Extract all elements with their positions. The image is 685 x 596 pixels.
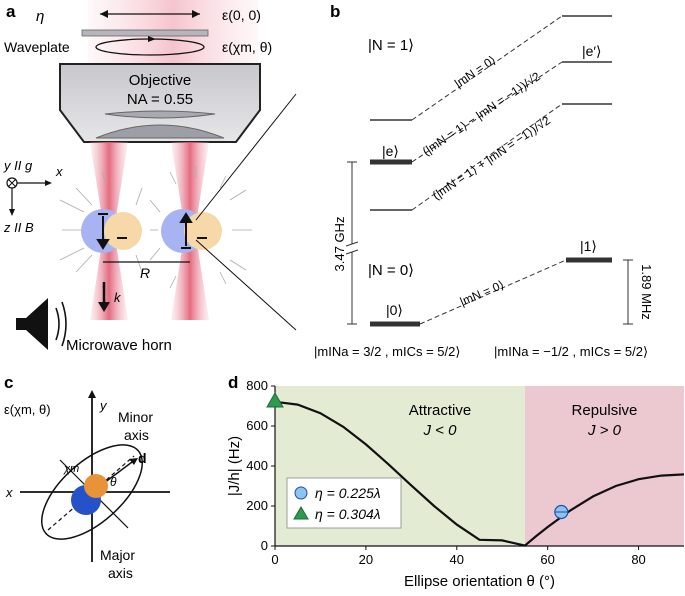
x-tick-label: 0	[271, 552, 278, 567]
mN0-top-label: |mN = 0⟩	[452, 53, 499, 91]
dipole-arrows	[96, 212, 207, 250]
k-label: k	[114, 290, 122, 305]
y-tick-label: 600	[246, 418, 268, 433]
objective-body	[59, 63, 261, 143]
panel-d: d Attractive J < 0 Repulsive J > 0 0 20 40 60 80…	[226, 373, 685, 590]
panel-d-label: d	[228, 373, 238, 392]
plus-state-label: (|mN = 1⟩ + |mN = −1⟩)/√2	[430, 113, 553, 202]
basis-right: |mINa = −1/2 , mICs = 5/2⟩	[494, 344, 648, 359]
legend-label: η = 0.225λ	[315, 485, 381, 501]
minus-state-label: (|mN = 1⟩ − |mN = −1⟩)/√2	[420, 69, 543, 158]
z-b-label: z II B	[3, 220, 34, 235]
s0-label: |0⟩	[386, 302, 403, 318]
polarization-ellipse	[40, 444, 144, 540]
x-tick-label: 80	[631, 552, 645, 567]
y-label-c: y	[99, 398, 108, 413]
minor-axis-label: axis	[124, 427, 149, 443]
waveplate-plate	[81, 29, 209, 37]
N1-label: |N = 1⟩	[368, 37, 414, 54]
panel-c: c ε(χm, θ) y x χm θ d Minor axis Major a…	[4, 373, 170, 581]
legend-marker-triangle	[293, 506, 309, 520]
ghz-label: 3.47 GHz	[332, 217, 347, 272]
panel-a: a η ε(0, 0) Waveplate ε(χm, θ) Objective…	[3, 0, 297, 354]
x-tick-label: 60	[540, 552, 554, 567]
panel-b-label: b	[330, 2, 340, 21]
eps00-label: ε(0, 0)	[222, 7, 261, 23]
x-tick-label: 20	[359, 552, 373, 567]
region-sign: J < 0	[423, 422, 458, 439]
y-tick-label: 200	[246, 498, 268, 513]
region-title: Repulsive	[572, 402, 638, 419]
basis-left: |mINa = 3/2 , mICs = 5/2⟩	[314, 344, 460, 359]
eta-label: η	[36, 8, 44, 25]
waveplate-label: Waveplate	[4, 39, 70, 55]
R-label: R	[140, 265, 150, 281]
x-axis-label: Ellipse orientation θ (°)	[404, 573, 555, 590]
N0-label: |N = 0⟩	[368, 262, 414, 279]
lens-lower	[95, 124, 225, 139]
elliptical-pol-arrowhead	[148, 36, 156, 42]
y-axis-label: |J/h| (Hz)	[226, 436, 243, 496]
eps-chi-theta-label: ε(χm, θ)	[222, 39, 272, 55]
dipole-field-lines	[59, 166, 252, 289]
legend-marker-circle	[294, 486, 308, 500]
mN0-bottom-label: |mN = 0⟩	[458, 278, 507, 309]
minor-label: Minor	[118, 409, 153, 425]
x-tick-label: 40	[450, 552, 464, 567]
lens-upper	[104, 110, 216, 119]
theta-label: θ	[110, 475, 117, 489]
mhz-label: 1.89 MHz	[639, 264, 654, 320]
eprime-label: |e′⟩	[582, 43, 602, 59]
major-axis-label: axis	[108, 565, 133, 581]
panel-c-label: c	[4, 373, 13, 392]
region-repulsive	[524, 386, 684, 546]
cs-atom-c	[84, 474, 108, 498]
cs-atom-right	[184, 212, 222, 250]
data-point-triangle	[266, 391, 284, 408]
s1-label: |1⟩	[580, 238, 597, 254]
region-sign: J > 0	[587, 422, 622, 439]
legend-label: η = 0.304λ	[315, 506, 381, 522]
region-title: Attractive	[409, 402, 472, 419]
e-label: |e⟩	[382, 143, 399, 159]
microwave-horn-icon	[16, 298, 67, 350]
na-label: NA = 0.55	[127, 91, 193, 108]
horn-label: Microwave horn	[66, 337, 172, 354]
objective-label: Objective	[129, 72, 192, 89]
y-g-label: y II g	[3, 158, 33, 173]
chi-label: χm	[63, 463, 79, 475]
panel-a-label: a	[6, 2, 16, 21]
x-axis-label: x	[55, 164, 63, 179]
y-tick-label: 800	[246, 378, 268, 393]
cs-atom-left	[104, 212, 142, 250]
major-label: Major	[100, 547, 135, 563]
y-tick-label: 400	[246, 458, 268, 473]
legend-box	[286, 477, 402, 529]
d-label: d	[138, 450, 147, 466]
eps-c-label: ε(χm, θ)	[4, 402, 51, 417]
panel-b: b |N = 1⟩ |e⟩ |e′⟩ |mN = 0⟩ (|mN = 1⟩ − …	[314, 2, 654, 359]
theory-curve	[274, 400, 685, 547]
transition-lines-upper	[411, 15, 563, 211]
y-tick-label: 0	[261, 538, 268, 553]
x-label-c: x	[5, 485, 13, 500]
